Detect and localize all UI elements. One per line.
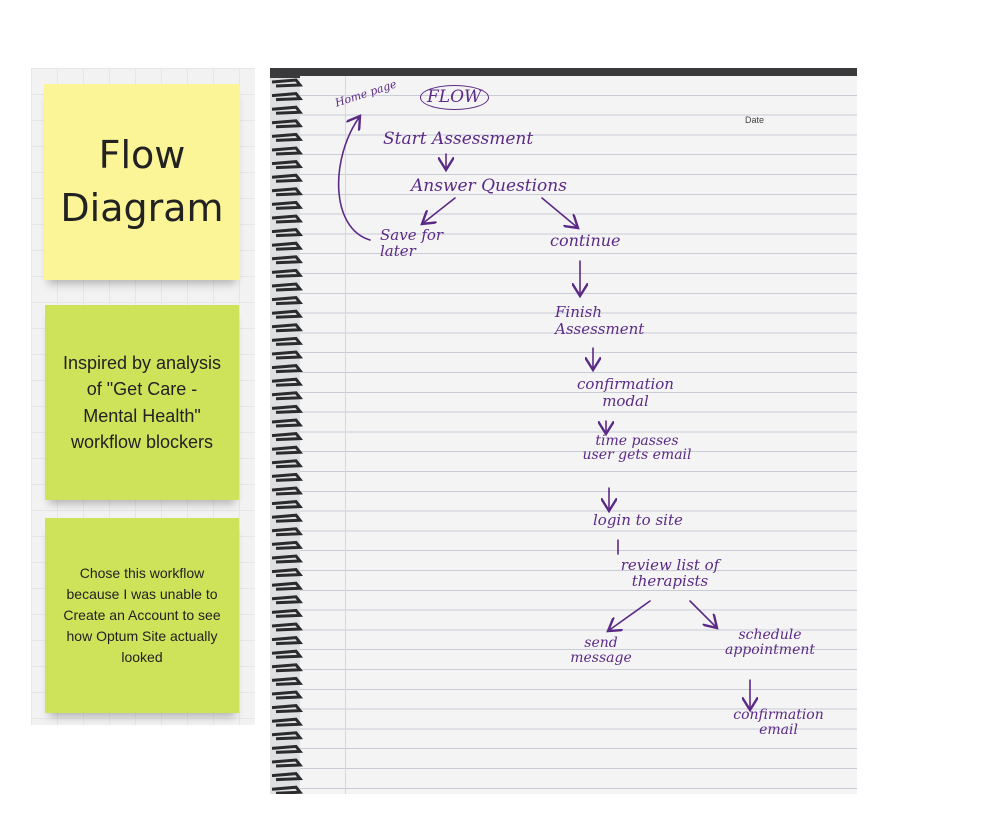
arrow-answer-to-continue xyxy=(541,197,578,228)
spiral-ring xyxy=(271,513,304,523)
spiral-ring xyxy=(271,744,304,754)
step-send-message: send message xyxy=(570,635,632,666)
inspired-text: Inspired by analysis of "Get Care - Ment… xyxy=(62,353,222,452)
spiral-ring xyxy=(271,146,304,156)
rationale-text: Chose this workflow because I was unable… xyxy=(63,565,221,665)
spiral-ring xyxy=(271,200,304,210)
spiral-ring xyxy=(271,568,304,578)
step-review-therapists: review list of therapists xyxy=(620,556,720,590)
arrow-review-to-send xyxy=(608,600,651,631)
spiral-ring xyxy=(271,622,304,632)
arrow-answer-to-save xyxy=(422,197,456,224)
spiral-ring xyxy=(271,486,304,496)
spiral-ring xyxy=(271,241,304,251)
flow-arrows xyxy=(337,68,857,794)
step-login-to-site: login to site xyxy=(593,511,683,529)
spiral-ring xyxy=(271,268,304,278)
step-confirmation-modal: confirmation modal xyxy=(577,375,674,411)
spiral-ring xyxy=(271,459,304,469)
spiral-ring xyxy=(271,472,304,482)
step-schedule-appointment: schedule appointment xyxy=(724,627,816,658)
spiral-ring xyxy=(271,92,304,102)
spiral-ring xyxy=(271,785,304,794)
spiral-ring xyxy=(271,581,304,591)
spiral-ring xyxy=(271,309,304,319)
spiral-ring xyxy=(271,119,304,129)
spiral-ring xyxy=(271,173,304,183)
spiral-ring xyxy=(271,690,304,700)
rationale-sticky-note[interactable]: Chose this workflow because I was unable… xyxy=(45,518,239,713)
flow-heading: FLOW xyxy=(420,85,489,110)
spiral-ring xyxy=(271,296,304,306)
spiral-ring xyxy=(271,500,304,510)
spiral-ring xyxy=(271,282,304,292)
spiral-ring xyxy=(271,758,304,768)
spiral-ring xyxy=(271,214,304,224)
date-label: Date xyxy=(745,115,765,125)
spiral-ring xyxy=(271,336,304,346)
spiral-ring xyxy=(271,187,304,197)
step-continue: continue xyxy=(550,231,621,250)
arrow-save-to-home xyxy=(337,116,371,241)
spiral-binding xyxy=(271,78,304,794)
step-start-assessment: Start Assessment xyxy=(383,129,534,149)
spiral-ring xyxy=(271,160,304,170)
notebook-top-edge xyxy=(270,68,857,78)
flow-heading-text: FLOW xyxy=(427,87,482,107)
spiral-ring xyxy=(271,391,304,401)
spiral-ring xyxy=(271,323,304,333)
spiral-ring xyxy=(271,377,304,387)
step-time-passes: time passes user gets email xyxy=(582,433,692,463)
spiral-ring xyxy=(271,649,304,659)
spiral-ring xyxy=(271,255,304,265)
page-margin-line xyxy=(345,76,346,794)
spiral-ring xyxy=(271,404,304,414)
spiral-ring xyxy=(271,731,304,741)
spiral-ring xyxy=(271,364,304,374)
spiral-ring xyxy=(271,350,304,360)
spiral-ring xyxy=(271,554,304,564)
spiral-ring xyxy=(271,663,304,673)
step-finish-assessment: Finish Assessment xyxy=(555,303,645,338)
notebook-photo[interactable]: Date Home page FLOW Start Assessment Ans… xyxy=(270,68,857,794)
spiral-ring xyxy=(271,608,304,618)
spiral-ring xyxy=(271,636,304,646)
spiral-ring xyxy=(271,105,304,115)
spiral-ring xyxy=(271,78,304,88)
spiral-ring xyxy=(271,717,304,727)
title-text: Flow Diagram xyxy=(60,132,224,230)
spiral-ring xyxy=(271,540,304,550)
spiral-ring xyxy=(271,418,304,428)
spiral-ring xyxy=(271,676,304,686)
spiral-ring xyxy=(271,772,304,782)
notebook-page xyxy=(300,76,857,794)
title-sticky-note[interactable]: Flow Diagram xyxy=(44,84,240,280)
spiral-ring xyxy=(271,704,304,714)
spiral-ring xyxy=(271,445,304,455)
inspired-sticky-note[interactable]: Inspired by analysis of "Get Care - Ment… xyxy=(45,305,239,500)
step-save-for-later: Save for later xyxy=(380,226,444,260)
spiral-ring xyxy=(271,132,304,142)
spiral-ring xyxy=(271,432,304,442)
spiral-ring xyxy=(271,228,304,238)
spiral-ring xyxy=(271,595,304,605)
spiral-ring xyxy=(271,527,304,537)
arrow-review-to-schedule xyxy=(689,600,717,628)
step-answer-questions: Answer Questions xyxy=(411,176,567,196)
